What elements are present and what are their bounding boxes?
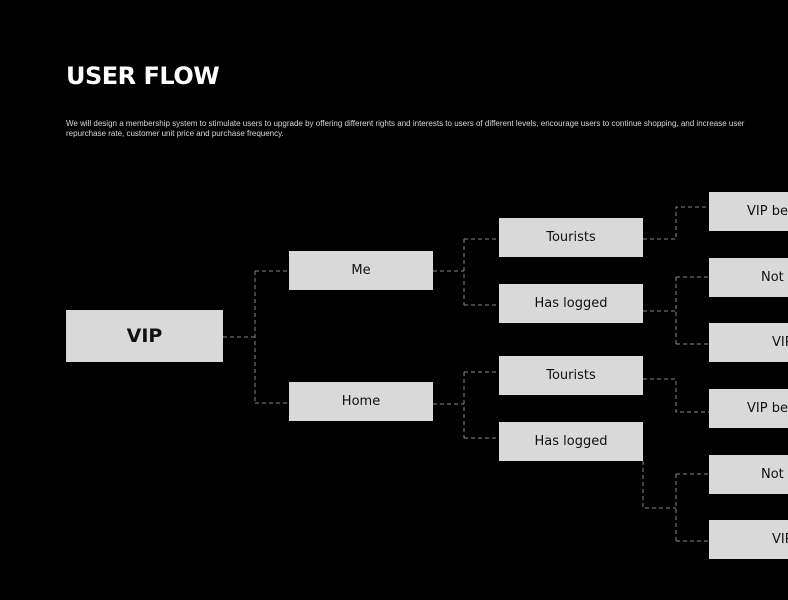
connector-me-states [433,238,499,306]
connector-vip-me-home [223,270,289,404]
node-page-me: Me [289,251,433,290]
node-home-outcome-vip: VIP [709,520,788,559]
node-me-tourists: Tourists [499,218,643,257]
node-home-has-logged: Has logged [499,422,643,461]
node-me-outcome-not-vip: Not V [709,258,788,297]
connector-home-logged-outcomes [642,461,709,542]
connector-home-tourists-outcome [643,378,709,413]
node-vip-root: VIP [66,310,223,362]
connector-me-logged-outcomes [643,276,709,345]
node-page-home: Home [289,382,433,421]
connector-home-states [433,371,499,439]
connector-me-tourists-outcome [643,206,709,240]
node-me-outcome-vip-benefits: VIP ben [709,192,788,231]
node-home-outcome-not-vip: Not V [709,455,788,494]
page-description: We will design a membership system to st… [66,119,745,138]
page-title: USER FLOW [66,62,220,90]
node-home-outcome-vip-benefits: VIP ben [709,389,788,428]
node-me-has-logged: Has logged [499,284,643,323]
node-me-outcome-vip: VIP [709,323,788,362]
node-home-tourists: Tourists [499,356,643,395]
